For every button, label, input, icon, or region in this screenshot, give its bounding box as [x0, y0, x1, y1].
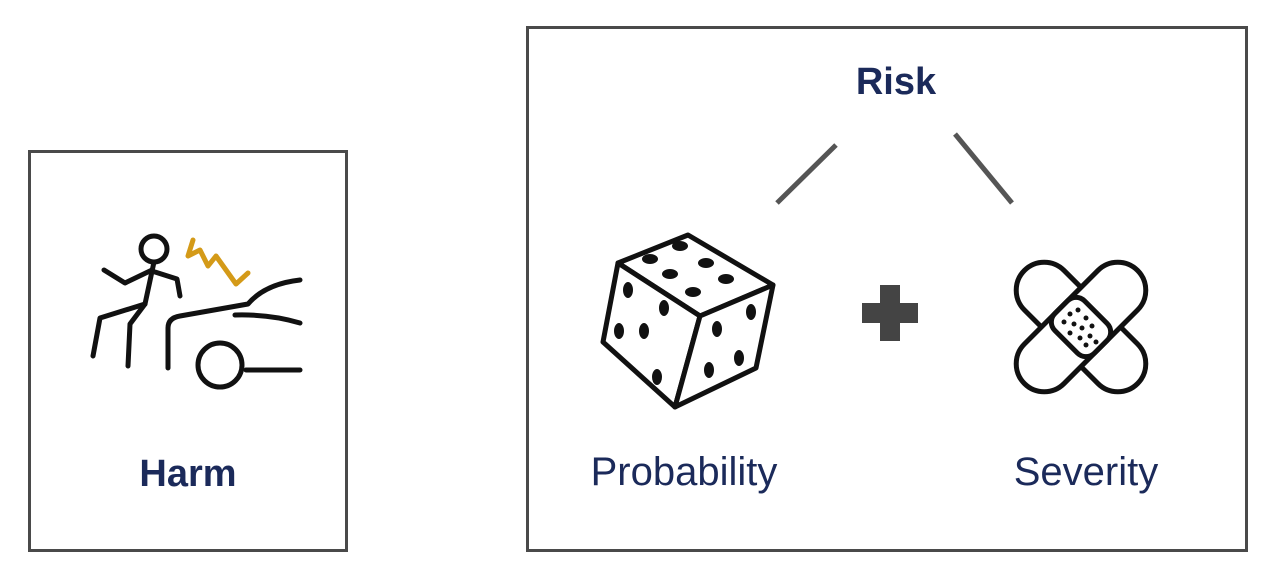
- risk-title: Risk: [855, 61, 937, 103]
- connector-lines: [775, 132, 1014, 205]
- probability-label: Probability: [590, 450, 778, 494]
- harm-panel: [28, 150, 348, 552]
- plus-icon: [862, 285, 918, 341]
- severity-label: Severity: [1013, 450, 1159, 494]
- connector-line-right: [953, 132, 1014, 205]
- person-hit-by-car-icon: [90, 233, 303, 390]
- dice-icon: [600, 232, 776, 410]
- crossed-bandages-icon: [1013, 259, 1149, 395]
- harm-label: Harm: [139, 453, 237, 495]
- connector-line-left: [775, 143, 838, 205]
